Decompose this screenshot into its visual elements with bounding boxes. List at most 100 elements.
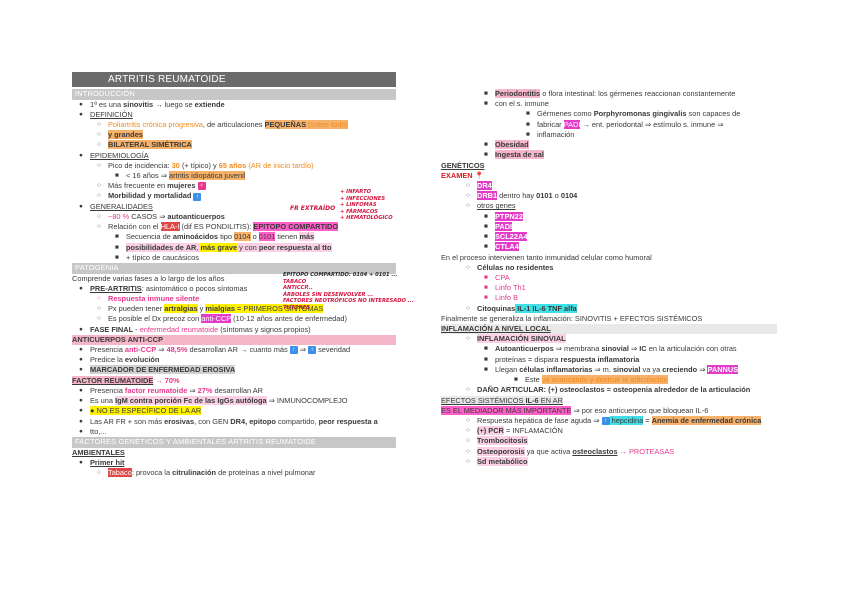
bullet: ■ xyxy=(484,100,488,108)
subheading-inflamacion-local: INFLAMACIÓN A NIVEL LOCAL xyxy=(441,324,777,335)
list-item: ●FASE FINAL - enfermedad reumatoide (sín… xyxy=(79,324,311,334)
bullet: ○ xyxy=(466,181,470,189)
list-item: ○Respuesta inmune silente xyxy=(97,293,200,303)
list-item: ■Gérmenes como Porphyromonas gingivalis … xyxy=(526,109,741,119)
bullet: ● xyxy=(79,397,83,405)
bullet: ● xyxy=(79,366,83,374)
list-item: ○BILATERAL SIMÉTRICA xyxy=(97,140,192,150)
bullet: ○ xyxy=(97,468,101,476)
list-item: ○Relación con el HLA-I (dif ES PONDILITI… xyxy=(97,222,339,232)
up-arrow-icon: ↑ xyxy=(289,346,298,355)
list-item: ○Citoquinas IL-1 IL-6 TNF alfa xyxy=(466,303,577,313)
bullet: ● xyxy=(79,356,83,364)
bullet: ● xyxy=(79,151,83,159)
bullet: ● xyxy=(79,346,83,354)
bullet: ○ xyxy=(97,223,101,231)
section-introduccion: INTRODUCCIÓN xyxy=(72,89,396,100)
list-item: ■CPA xyxy=(484,272,510,282)
section-anti-ccp: ANTICUERPOS ANTI-CCP xyxy=(72,334,396,346)
list-item: ■proteínas = dispara respuesta inflamato… xyxy=(484,354,640,364)
bullet: ○ xyxy=(466,263,470,271)
bullet: ● xyxy=(79,284,83,292)
page-title: ARTRITIS REUMATOIDE xyxy=(72,72,396,87)
section-patogenia: PATOGENIA xyxy=(72,263,396,274)
subheading: AMBIENTALES xyxy=(72,447,125,457)
up-arrow-icon: ↑ xyxy=(193,192,202,201)
bullet: ○ xyxy=(466,202,470,210)
list-item: ●Las AR FR + son más erosivas, con GEN D… xyxy=(79,416,378,426)
list-item: ●Presencia factor reumatoide ⇒ 27% desar… xyxy=(79,385,263,395)
bullet: ■ xyxy=(484,233,488,241)
list-item: ■Obesidad xyxy=(484,140,529,150)
list-item: ■inflamación xyxy=(526,129,575,139)
bullet: ○ xyxy=(466,427,470,435)
list-item: ○~80 % CASOS ⇒ autoanticuerpos xyxy=(97,211,225,221)
list-item: ○(+) PCR = INFLAMACIÓN xyxy=(466,426,563,436)
bullet: ● xyxy=(79,458,83,466)
list-item: ○Más frecuente en mujeres ♀ xyxy=(97,181,206,191)
bullet: ■ xyxy=(115,253,119,261)
subheading-efectos: EFECTOS SISTÉMICOS IL-6 EN AR xyxy=(441,395,563,405)
list-item: ■con el s. inmune xyxy=(484,99,549,109)
list-item: ○Morbilidad y mortalidad ↑ xyxy=(72,191,396,201)
right-column: ■Periodontitis o flora intestinal: los g… xyxy=(441,72,777,467)
bullet: ○ xyxy=(466,335,470,343)
list-item: ○Respuesta hepática de fase aguda ⇒ ↑ he… xyxy=(466,416,762,426)
bullet: ○ xyxy=(97,182,101,190)
paragraph: Comprende varias fases a lo largo de los… xyxy=(72,273,225,283)
list-item: ■Llegan células inflamatorias ⇒ m. sinov… xyxy=(484,364,739,374)
list-item: ●Presencia anti-CCP ⇒ 48,5% desarrollan … xyxy=(79,345,351,355)
bullet: ○ xyxy=(97,315,101,323)
bullet: ○ xyxy=(466,417,470,424)
list-item: ●1ª es una sinovitis → luego se extiende xyxy=(79,99,225,109)
list-item: ●PRE-ARTRITIS: asintomático o pocos sínt… xyxy=(79,283,248,293)
list-item: ●MARCADOR DE ENFERMEDAD EROSIVA xyxy=(79,365,236,375)
list-item: ■Linfo Th1 xyxy=(484,283,526,293)
bullet: ■ xyxy=(115,243,119,251)
handwritten-note-list: + INFARTO+ INFECCIONES+ LINFOMAS+ FÁRMAC… xyxy=(340,189,393,221)
bullet: ○ xyxy=(97,141,101,149)
handwritten-note-label: FR EXTRAÍDO xyxy=(290,205,336,212)
list-item: ○Poliartritis crónica progresiva, de art… xyxy=(97,119,348,129)
bullet: ○ xyxy=(466,304,470,312)
bullet: ■ xyxy=(484,273,488,281)
bullet: ■ xyxy=(484,141,488,149)
bullet: ○ xyxy=(466,447,470,455)
bullet: ■ xyxy=(484,212,488,220)
left-column: ARTRITIS REUMATOIDE INTRODUCCIÓN ●1ª es … xyxy=(72,72,396,478)
bullet: ○ xyxy=(466,437,470,445)
list-item: ○Osteoporosis ya que activa osteoclastos… xyxy=(466,446,675,456)
up-arrow-icon: ↑ xyxy=(308,346,317,355)
bullet: ○ xyxy=(97,161,101,169)
bullet: ○ xyxy=(466,192,470,200)
list-item: ○Sd metabólico xyxy=(466,456,528,466)
list-item: ■Periodontitis o flora intestinal: los g… xyxy=(484,89,736,98)
list-item: ■Autoanticuerpos ⇒ membrana sinovial ⇒ I… xyxy=(484,344,737,354)
bullet: ■ xyxy=(484,151,488,159)
list-item: ○DAÑO ARTICULAR: (+) osteoclastos = oste… xyxy=(466,385,751,395)
bullet: ● xyxy=(79,386,83,394)
list-item: ○Pico de incidencia: 30 (+ típico) y 65 … xyxy=(97,160,314,170)
bullet: ● xyxy=(79,325,83,333)
list-item: ○DR4 xyxy=(466,180,492,190)
subheading-geneticos: GENÉTICOS xyxy=(441,160,485,170)
bullet: ■ xyxy=(526,120,530,128)
list-item: ○Tabaco: provoca la citrulinación de pro… xyxy=(97,467,316,477)
handwritten-note-list-2: EPITOPO COMPARTIDO: 0104 + 0101 ...TABAC… xyxy=(283,272,414,311)
list-item: ○INFLAMACIÓN SINOVIAL xyxy=(466,334,566,344)
bullet: ■ xyxy=(115,233,119,241)
list-item: ■fabricar PADI → ent. periodontal ⇒ estí… xyxy=(526,119,724,129)
bullet: ○ xyxy=(97,305,101,313)
bullet: ● xyxy=(79,417,83,425)
list-item: ■CTLA4 xyxy=(484,242,519,252)
bullet: ● xyxy=(79,407,83,415)
list-item: ●Es una IgM contra porción Fc de las IgG… xyxy=(79,396,348,406)
bullet: ○ xyxy=(97,294,101,302)
section-factores: FACTORES GENÉTICOS Y AMBIENTALES ARTRITI… xyxy=(72,437,396,448)
bullet: ● xyxy=(79,202,83,210)
bullet: ○ xyxy=(97,120,101,128)
bullet: ● xyxy=(79,427,83,435)
bullet: ○ xyxy=(466,386,470,394)
bullet: ○ xyxy=(466,457,470,465)
bullet: ○ xyxy=(97,192,101,200)
